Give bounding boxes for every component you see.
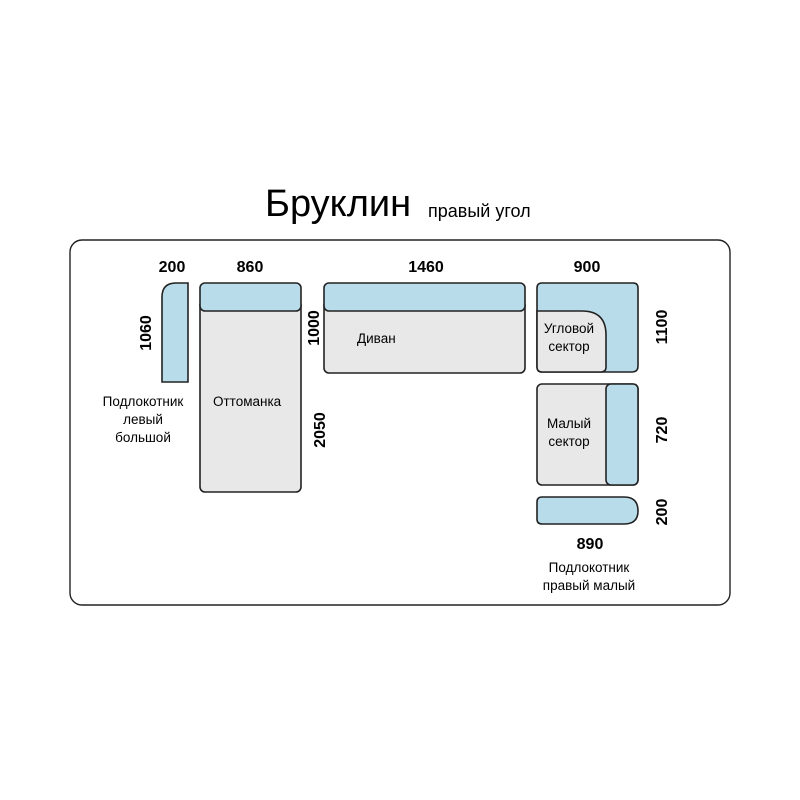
title-subtitle: правый угол	[428, 201, 531, 221]
left-armrest-label-line-1: Подлокотник	[103, 394, 184, 409]
corner-sector-seat	[536, 310, 607, 373]
corner-sector-module: 900 1100 Угловой сектор	[536, 259, 671, 373]
left-armrest-shape	[161, 282, 189, 383]
left-armrest-width: 200	[159, 259, 186, 276]
left-armrest-depth: 1060	[138, 315, 155, 351]
corner-sector-width: 900	[574, 259, 601, 276]
title-main: Бруклин	[265, 183, 411, 225]
right-armrest-shape	[536, 496, 639, 525]
ottoman-label: Оттоманка	[213, 394, 282, 409]
right-armrest-label-line-2: правый малый	[543, 578, 635, 593]
corner-sector-depth: 1100	[654, 310, 671, 345]
sofa-width: 1460	[408, 259, 444, 276]
left-armrest-label-line-2: левый	[123, 412, 163, 427]
sofa-depth: 1000	[306, 310, 323, 346]
ottoman-module: 860 2050 Оттоманка	[199, 259, 329, 493]
sofa-backrest	[323, 282, 526, 312]
left-armrest-label-line-3: большой	[115, 430, 171, 445]
right-armrest-width: 890	[577, 536, 604, 553]
sofa-label: Диван	[357, 331, 396, 346]
small-sector-depth: 720	[654, 417, 671, 444]
ottoman-width: 860	[237, 259, 264, 276]
right-armrest-label-line-1: Подлокотник	[549, 560, 630, 575]
small-sector-module: 720 Малый сектор	[536, 383, 671, 486]
corner-sector-label-line-2: сектор	[548, 339, 589, 354]
sofa-module: 1460 1000 Диван	[306, 259, 526, 374]
small-sector-label-line-1: Малый	[547, 416, 591, 431]
right-armrest-depth: 200	[654, 499, 671, 526]
ottoman-backrest	[199, 282, 302, 312]
small-sector-label-line-2: сектор	[548, 434, 589, 449]
ottoman-length: 2050	[312, 412, 329, 448]
corner-sector-label-line-1: Угловой	[544, 321, 594, 336]
right-armrest-module: 200 890 Подлокотник правый малый	[536, 496, 671, 593]
left-armrest-module: 200 1060 Подлокотник левый большой	[103, 259, 189, 445]
small-sector-backrest	[605, 383, 639, 486]
